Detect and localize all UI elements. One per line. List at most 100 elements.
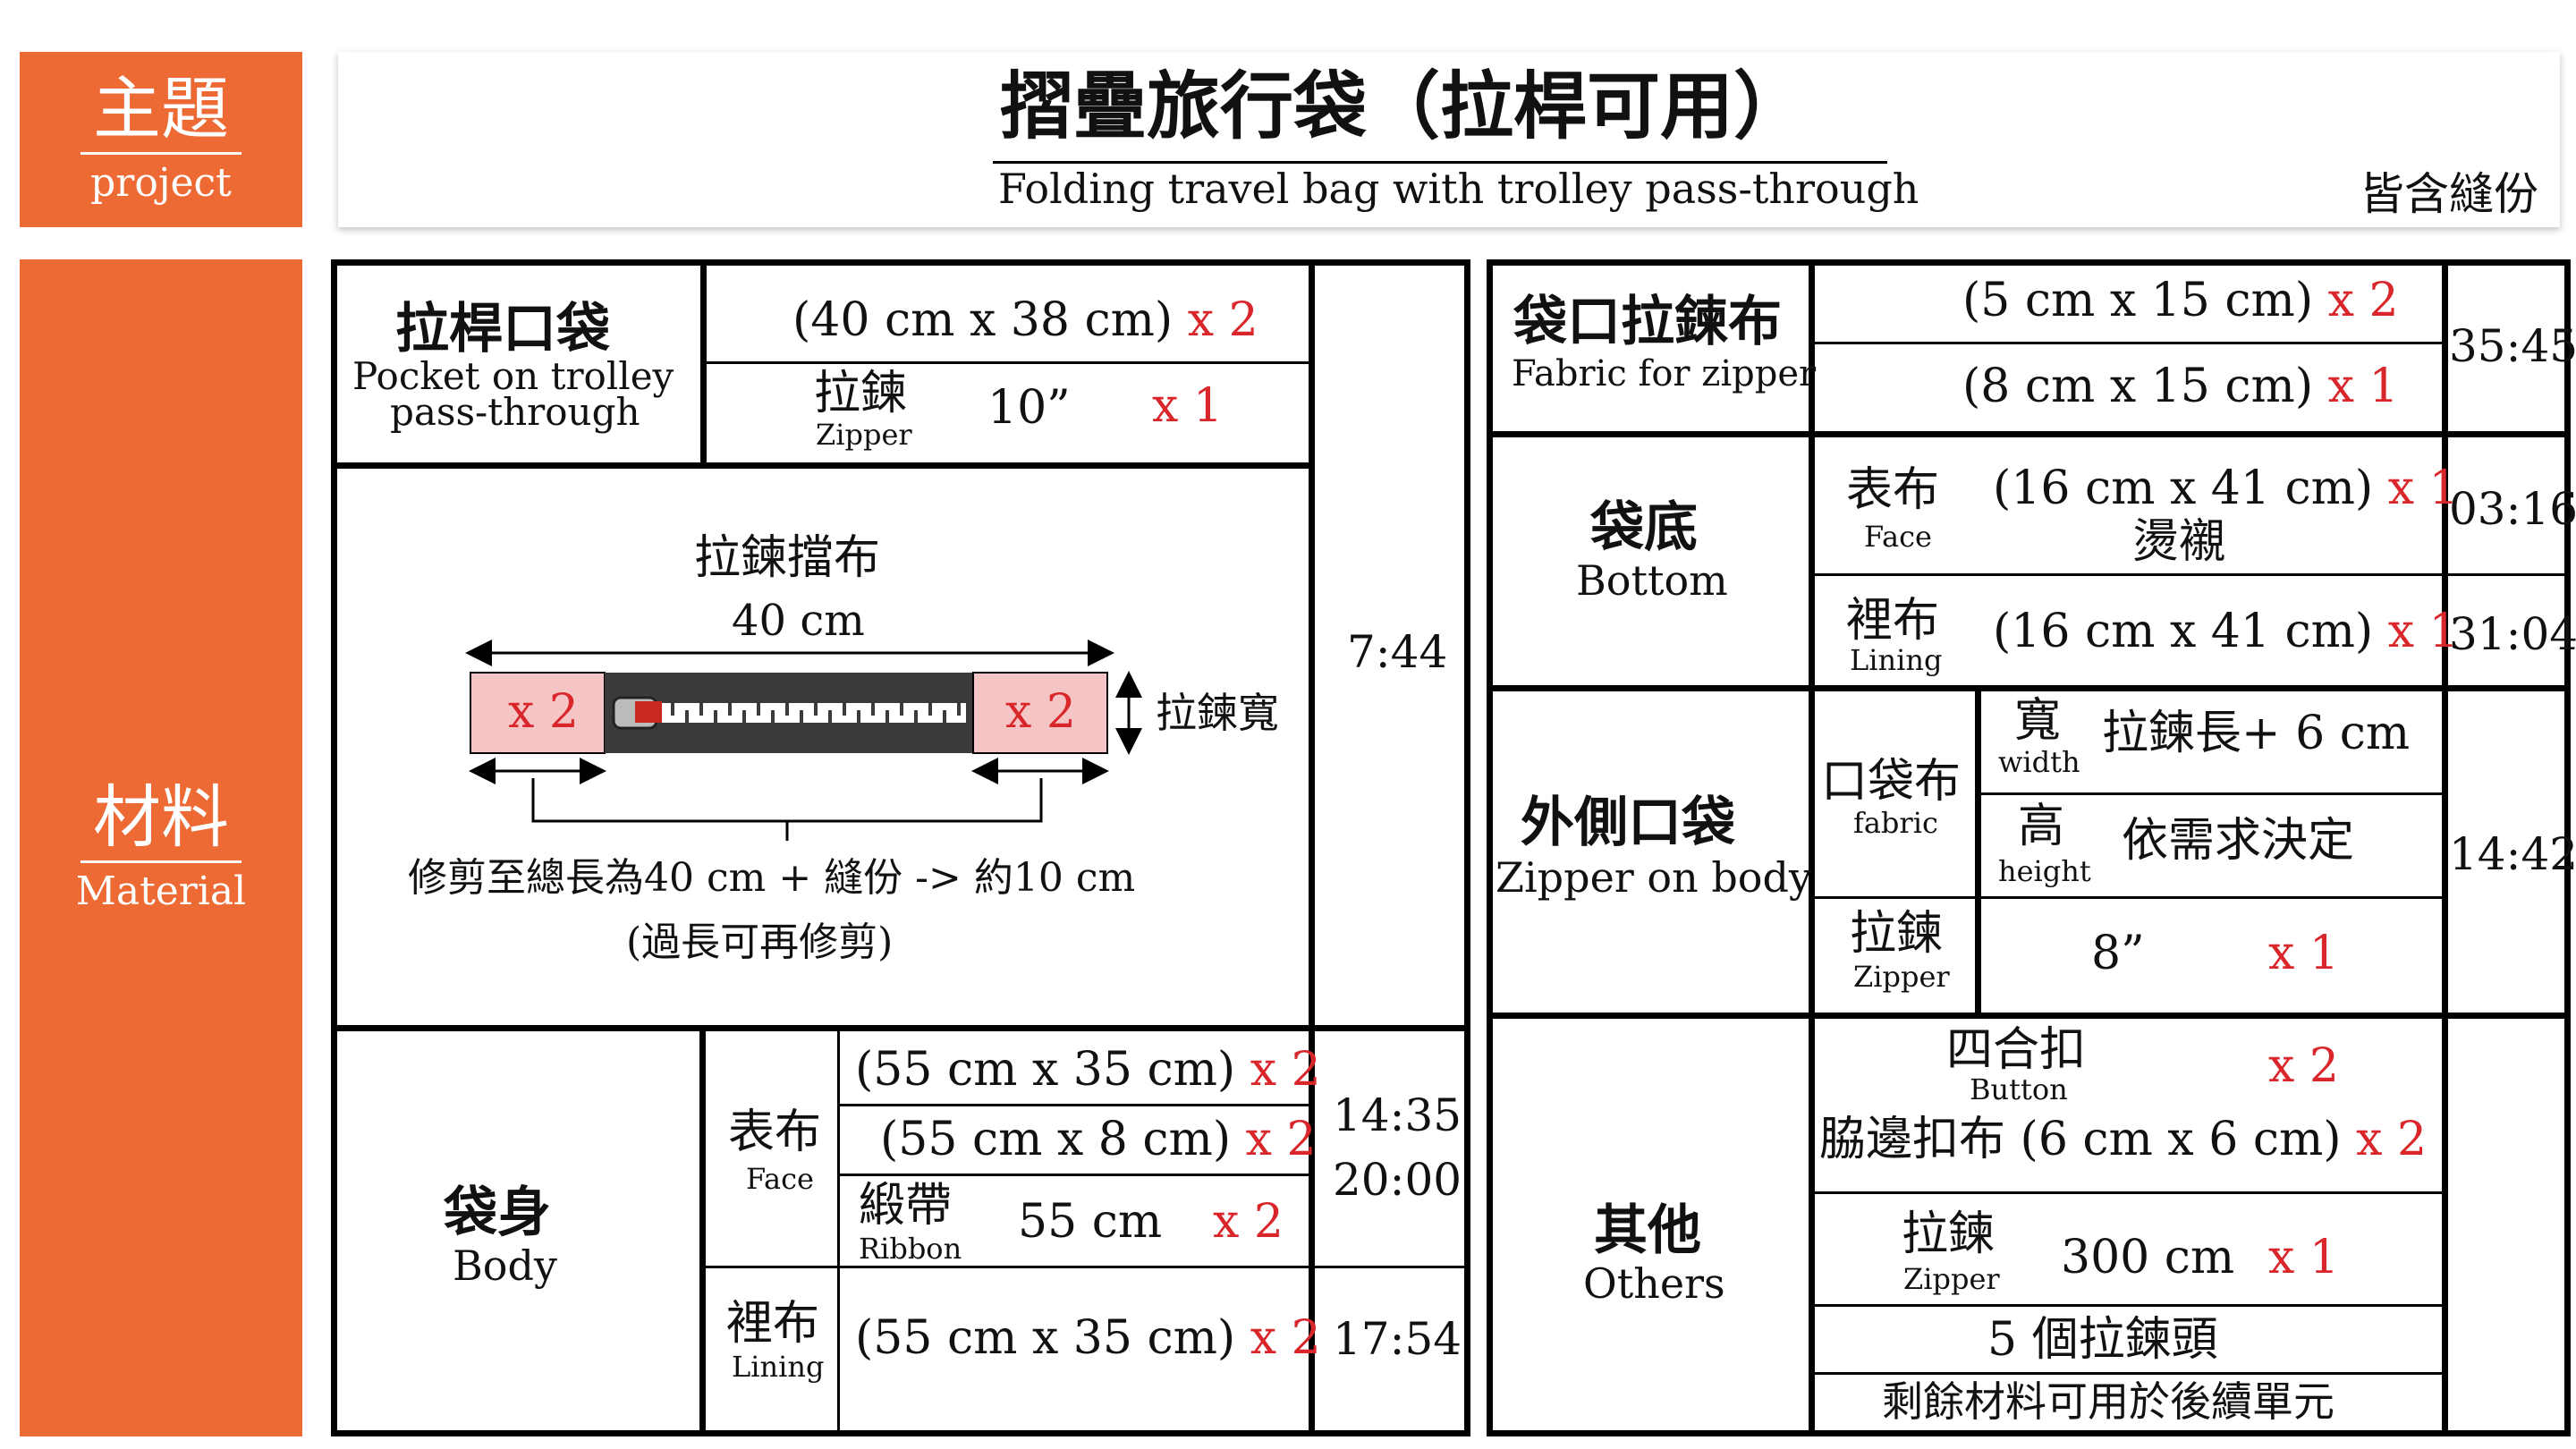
right-tab-swatch <box>972 672 1108 754</box>
outer-title-zh: 外側口袋 <box>1521 792 1735 854</box>
bottom-row <box>1812 573 2571 576</box>
material-label-en: Material <box>75 868 247 914</box>
others-zipper-en: Zipper <box>1903 1262 2000 1296</box>
side-tab: 脇邊扣布 (6 cm x 6 cm) x 2 <box>1819 1113 2428 1166</box>
button-en: Button <box>1970 1072 2068 1106</box>
body-face-en: Face <box>746 1162 814 1196</box>
page-title: 摺疊旅行袋（拉桿可用） <box>1000 64 1808 149</box>
zipfabric-r2-qty: x 1 <box>2327 360 2399 413</box>
outer-width-val: 拉鍊長+ 6 cm <box>2102 707 2411 760</box>
left-tab-swatch <box>470 672 606 754</box>
trim-note-2: (過長可再修剪) <box>626 919 894 965</box>
zipfabric-r1-qty: x 2 <box>2327 274 2399 327</box>
outer-zipper-qty: x 1 <box>2268 927 2339 980</box>
body-title-en: Body <box>453 1241 557 1290</box>
left-tab-qty: x 2 <box>508 685 579 739</box>
body-time-2: 20:00 <box>1333 1154 1462 1206</box>
outer-height-en: height <box>1998 854 2091 888</box>
ribbon-en: Ribbon <box>859 1232 962 1266</box>
outer-title-en: Zipper on body <box>1496 853 1812 902</box>
ribbon-len: 55 cm <box>1018 1195 1163 1249</box>
body-face-r2 <box>837 1174 1309 1176</box>
project-label-zh: 主題 <box>93 69 229 149</box>
page-subtitle: Folding travel bag with trolley pass-thr… <box>998 165 1919 213</box>
others-row-1 <box>1812 1191 2445 1194</box>
body-sub-divider <box>837 1029 840 1436</box>
body-lining-size: (55 cm x 35 cm) x 2 <box>855 1311 1321 1365</box>
zipfabric-r1: (5 cm x 15 cm) x 2 <box>1962 274 2399 327</box>
zipper-width-label: 拉鍊寬 <box>1156 689 1279 737</box>
left-table <box>331 259 1470 1436</box>
right-h-1 <box>1487 431 2571 437</box>
bottom-time-1: 03:16 <box>2449 483 2576 535</box>
outer-time: 14:42 <box>2449 828 2576 880</box>
pocket-title-en-1: Pocket on trolley <box>352 354 674 398</box>
body-lining-qty: x 2 <box>1250 1311 1321 1365</box>
seam-allowance-note: 皆含縫份 <box>2360 168 2538 220</box>
outer-width-en: width <box>1998 745 2080 779</box>
button-qty: x 2 <box>2268 1039 2339 1093</box>
left-h-pocket-bottom <box>331 462 1310 469</box>
title-underline <box>993 161 1887 164</box>
bottom-lining-size: (16 cm x 41 cm) x 1 <box>1993 605 2459 658</box>
pocket-title-en-2: pass-through <box>390 390 640 434</box>
body-lining-zh: 裡布 <box>726 1297 820 1351</box>
outer-zipper-len: 8” <box>2091 927 2145 980</box>
bottom-lining-qty: x 1 <box>2387 605 2459 658</box>
bottom-face-qty: x 1 <box>2387 462 2459 515</box>
body-face-bottom <box>699 1266 1470 1268</box>
body-face-r1: (55 cm x 35 cm) x 2 <box>855 1043 1321 1097</box>
right-time-divider <box>2442 259 2448 1436</box>
zipfabric-row <box>1812 342 2445 344</box>
others-row-2 <box>1812 1304 2445 1307</box>
pocket-zipper-en: Zipper <box>816 418 912 452</box>
body-face-r1 <box>837 1104 1309 1106</box>
outer-fabric-en: fabric <box>1853 806 1938 840</box>
total-bracket <box>531 778 1043 841</box>
pocket-size: (40 cm x 38 cm) x 2 <box>792 293 1258 347</box>
zipper-pulls: 5 個拉鍊頭 <box>1987 1313 2218 1367</box>
zipper-diagram <box>465 640 1142 841</box>
bottom-face-note: 燙襯 <box>2132 515 2226 569</box>
body-face-r2-qty: x 2 <box>1245 1113 1317 1166</box>
outer-zipper-zh: 拉鍊 <box>1850 907 1944 961</box>
button-zh: 四合扣 <box>1946 1023 2087 1077</box>
others-zipper-len: 300 cm <box>2061 1231 2235 1284</box>
pocket-time: 7:44 <box>1347 626 1448 678</box>
right-table <box>1487 259 2571 1436</box>
body-lining-en: Lining <box>732 1350 825 1384</box>
right-title-divider <box>1809 259 1815 1436</box>
leftover-note: 剩餘材料可用於後續單元 <box>1882 1377 2334 1426</box>
outer-width-zh: 寬 <box>2014 694 2062 748</box>
pocket-zipper-qty: x 1 <box>1152 379 1223 433</box>
left-time-divider <box>1309 259 1315 1436</box>
pocket-row-divider <box>707 361 1309 364</box>
body-face-zh: 表布 <box>728 1106 822 1159</box>
outer-height-zh: 高 <box>2018 800 2065 853</box>
body-face-r2: (55 cm x 8 cm) x 2 <box>880 1113 1317 1166</box>
zipfabric-title-zh: 袋口拉鍊布 <box>1513 291 1782 353</box>
others-row-3 <box>1812 1372 2445 1375</box>
left-h-diagram-bottom <box>331 1025 1470 1031</box>
material-divider <box>80 860 242 863</box>
project-label-box: 主題 project <box>20 52 302 227</box>
zipper-pull-tab <box>635 701 662 723</box>
bottom-lining-en: Lining <box>1850 643 1943 677</box>
trim-note: 修剪至總長為40 cm + 縫份 -> 約10 cm <box>408 855 1136 901</box>
others-zipper-zh: 拉鍊 <box>1902 1208 1996 1261</box>
bottom-time-2: 31:04 <box>2449 608 2576 660</box>
diagram-length: 40 cm <box>732 596 865 646</box>
project-divider <box>80 151 242 155</box>
diagram-title: 拉鍊擋布 <box>694 531 881 585</box>
pocket-title-box <box>331 259 707 469</box>
outer-height-val: 依需求決定 <box>2122 814 2355 868</box>
body-time-3: 17:54 <box>1333 1313 1462 1365</box>
ribbon-qty: x 2 <box>1213 1195 1284 1249</box>
bottom-face-size: (16 cm x 41 cm) x 1 <box>1993 462 2459 515</box>
bottom-title-zh: 袋底 <box>1590 496 1698 559</box>
ribbon-zh: 緞帶 <box>859 1179 953 1233</box>
outer-sub-divider <box>1975 689 1981 1013</box>
bottom-lining-zh: 裡布 <box>1846 594 1940 648</box>
outer-fabric-zh: 口袋布 <box>1821 755 1962 809</box>
body-time-1: 14:35 <box>1333 1089 1462 1141</box>
